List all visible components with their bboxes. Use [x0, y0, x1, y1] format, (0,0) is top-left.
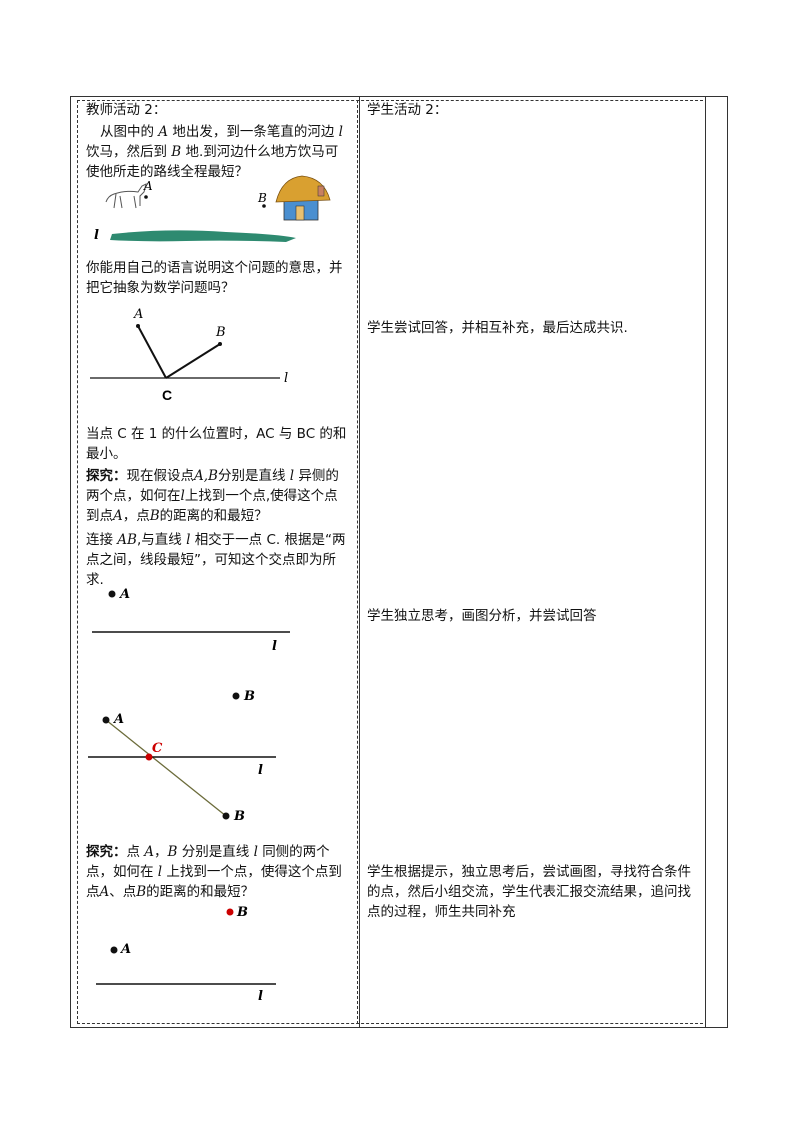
point-b	[218, 342, 222, 346]
label-l: l	[284, 371, 288, 386]
label-b: B	[236, 905, 248, 920]
column-divider	[359, 97, 360, 1027]
segment-ab	[105, 719, 227, 817]
horse-river-house-picture: A B l	[94, 175, 331, 243]
picture-label-b: B	[257, 191, 267, 205]
house-icon	[275, 175, 331, 221]
table-dash-top	[77, 100, 703, 101]
horse-sketch	[105, 183, 147, 209]
river-shape	[110, 230, 296, 242]
picture-label-a: A	[143, 179, 153, 193]
student-heading: 学生活动 2：	[367, 102, 448, 118]
label-a: A	[118, 587, 130, 602]
label-l: l	[272, 639, 277, 654]
point-a	[110, 946, 118, 954]
diagram-intersection-c: A C l B	[88, 712, 276, 824]
student-answer-3: 学生根据提示，独立思考后，尝试画图，寻找符合条件的点，然后小组交流，学生代表汇报…	[367, 864, 691, 920]
teacher-question: 你能用自己的语言说明这个问题的意思，并把它抽象为数学问题吗？	[86, 260, 343, 296]
label-a: A	[133, 307, 143, 322]
student-answer-2: 学生独立思考，画图分析，并尝试回答	[367, 608, 597, 624]
label-b: B	[233, 809, 245, 824]
label-c: C	[152, 741, 163, 756]
column-divider-right	[705, 97, 706, 1027]
connect-ab-text: 连接 AB,与直线 l 相交于一点 C. 根据是“两点之间，线段最短”，可知这个…	[86, 532, 346, 588]
table-dash-left	[77, 100, 78, 1024]
point-b	[226, 908, 234, 916]
point-b	[232, 692, 240, 700]
diagram-same-side-points: B A l	[96, 905, 276, 1004]
point-a	[136, 324, 140, 328]
lesson-table	[70, 96, 728, 1028]
diagram-river-ac-bc: A B C l	[90, 307, 288, 403]
point-a	[108, 590, 116, 598]
label-l: l	[258, 763, 263, 778]
point-b	[222, 812, 230, 820]
label-b: B	[215, 325, 226, 340]
table-dash-middle	[357, 100, 358, 1024]
teacher-problem: 从图中的 A 地出发，到一条笔直的河边 l 饮马，然后到 B 地.到河边什么地方…	[86, 124, 343, 180]
segment-bc	[165, 343, 221, 379]
teacher-heading: 教师活动 2：	[86, 102, 167, 118]
diagram-opposite-points: A l B	[92, 587, 290, 704]
explore-same-side: 探究：点 A，B 分别是直线 l 同侧的两个点，如何在 l 上找到一个点，使得这…	[86, 844, 342, 900]
segment-ac	[137, 325, 167, 379]
point-c	[145, 753, 153, 761]
point-b-dot	[262, 204, 266, 208]
explore-opposite-sides: 探究：现在假设点A,B分别是直线 l 异侧的两个点，如何在l上找到一个点,使得这…	[86, 468, 339, 524]
picture-label-l: l	[94, 228, 99, 243]
label-c: C	[162, 387, 172, 403]
table-dash-bottom	[77, 1023, 703, 1024]
label-l: l	[258, 989, 263, 1004]
label-a: A	[119, 942, 131, 957]
label-a: A	[112, 712, 124, 727]
label-b: B	[243, 689, 255, 704]
point-a	[102, 716, 110, 724]
student-answer-1: 学生尝试回答，并相互补充，最后达成共识.	[367, 320, 628, 336]
point-a-dot	[144, 195, 148, 199]
teacher-when-text: 当点 C 在 1 的什么位置时，AC 与 BC 的和最小。	[86, 426, 347, 462]
